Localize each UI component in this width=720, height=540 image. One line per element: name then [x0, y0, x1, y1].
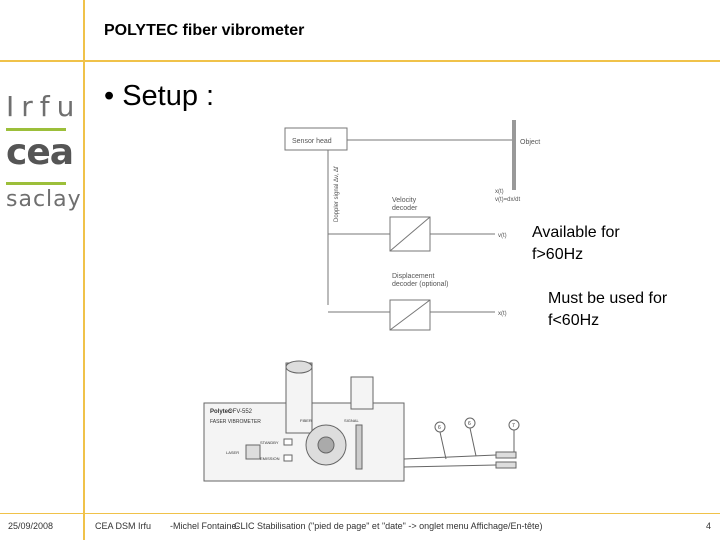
v-of-t-label: v(t)=dx/dt — [495, 197, 521, 203]
footer-hint: ("pied de page" et "date" -> onglet menu… — [308, 521, 543, 531]
velocity-decoder-label-2: decoder — [392, 205, 418, 212]
object-label: Object — [520, 139, 540, 146]
device-signal-label: SIGNAL — [344, 418, 359, 423]
laser-switch — [245, 444, 261, 460]
footer-divider — [0, 513, 720, 514]
callout-6b-label: 6 — [468, 421, 471, 427]
v-of-t-output-label: v(t) — [498, 233, 507, 239]
standby-indicator — [283, 438, 293, 446]
note-available-line-2: f>60Hz — [532, 246, 584, 263]
logo-saclay-text: saclay — [6, 187, 82, 212]
note-must-use-line-2: f<60Hz — [548, 312, 600, 329]
page-title: POLYTEC fiber vibrometer — [104, 22, 305, 39]
device-fiber-label: FIBER — [300, 418, 312, 423]
emission-indicator — [283, 454, 293, 462]
note-must-use: Must be used for f<60Hz — [548, 288, 667, 332]
fiber-connector-tube-left — [285, 362, 313, 434]
displacement-decoder-label-2: decoder (optional) — [392, 281, 448, 288]
header-divider-vertical — [83, 0, 85, 540]
vibrometer-device-illustration: Polytec OFV-552 FASER VIBROMETER FIBER S… — [203, 360, 520, 482]
footer-author: -Michel Fontaine- — [170, 521, 240, 531]
bullet-setup: • Setup : — [104, 80, 215, 112]
sensor-head-box — [284, 127, 348, 151]
callout-7-label: 7 — [512, 423, 515, 429]
fiber-connector-tube-right — [350, 376, 374, 410]
device-emission-label: EMISSION — [260, 456, 280, 461]
logo-cea-text: cea — [6, 132, 74, 173]
device-laser-label: LASER — [226, 450, 239, 455]
x-of-t-output-label: x(t) — [498, 311, 507, 317]
displacement-decoder-label-1: Displacement — [392, 273, 434, 280]
device-brand: Polytec — [210, 409, 232, 415]
object-surface — [512, 120, 516, 190]
logo-irfu-text: Irfu — [6, 90, 82, 123]
x-of-t-label: x(t) — [495, 189, 504, 195]
logo-divider-bottom — [6, 182, 66, 185]
logo-divider-top — [6, 128, 66, 131]
device-model: OFV-552 — [228, 409, 253, 415]
note-must-use-line-1: Must be used for — [548, 290, 668, 307]
vibrometer-block-diagram: Sensor head Object Doppler signal Δν, Δf… — [284, 120, 540, 331]
header-divider-horizontal — [0, 60, 720, 62]
displacement-decoder-box — [389, 299, 431, 331]
page-number: 4 — [706, 521, 712, 531]
device-name: FASER VIBROMETER — [210, 419, 261, 425]
velocity-decoder-label-1: Velocity — [392, 197, 417, 204]
callout-6a-label: 6 — [438, 425, 441, 431]
doppler-label: Doppler signal Δν, Δf — [334, 166, 340, 222]
footer-topic: CLIC Stabilisation — [234, 521, 306, 531]
footer-date: 25/09/2008 — [8, 521, 54, 531]
sensor-head-label: Sensor head — [292, 138, 332, 145]
device-standby-label: STANDBY — [260, 440, 279, 445]
footer-org: CEA DSM Irfu — [95, 521, 152, 531]
note-available: Available for f>60Hz — [532, 222, 620, 266]
signal-output-strip — [355, 424, 363, 470]
note-available-line-1: Available for — [532, 224, 620, 241]
